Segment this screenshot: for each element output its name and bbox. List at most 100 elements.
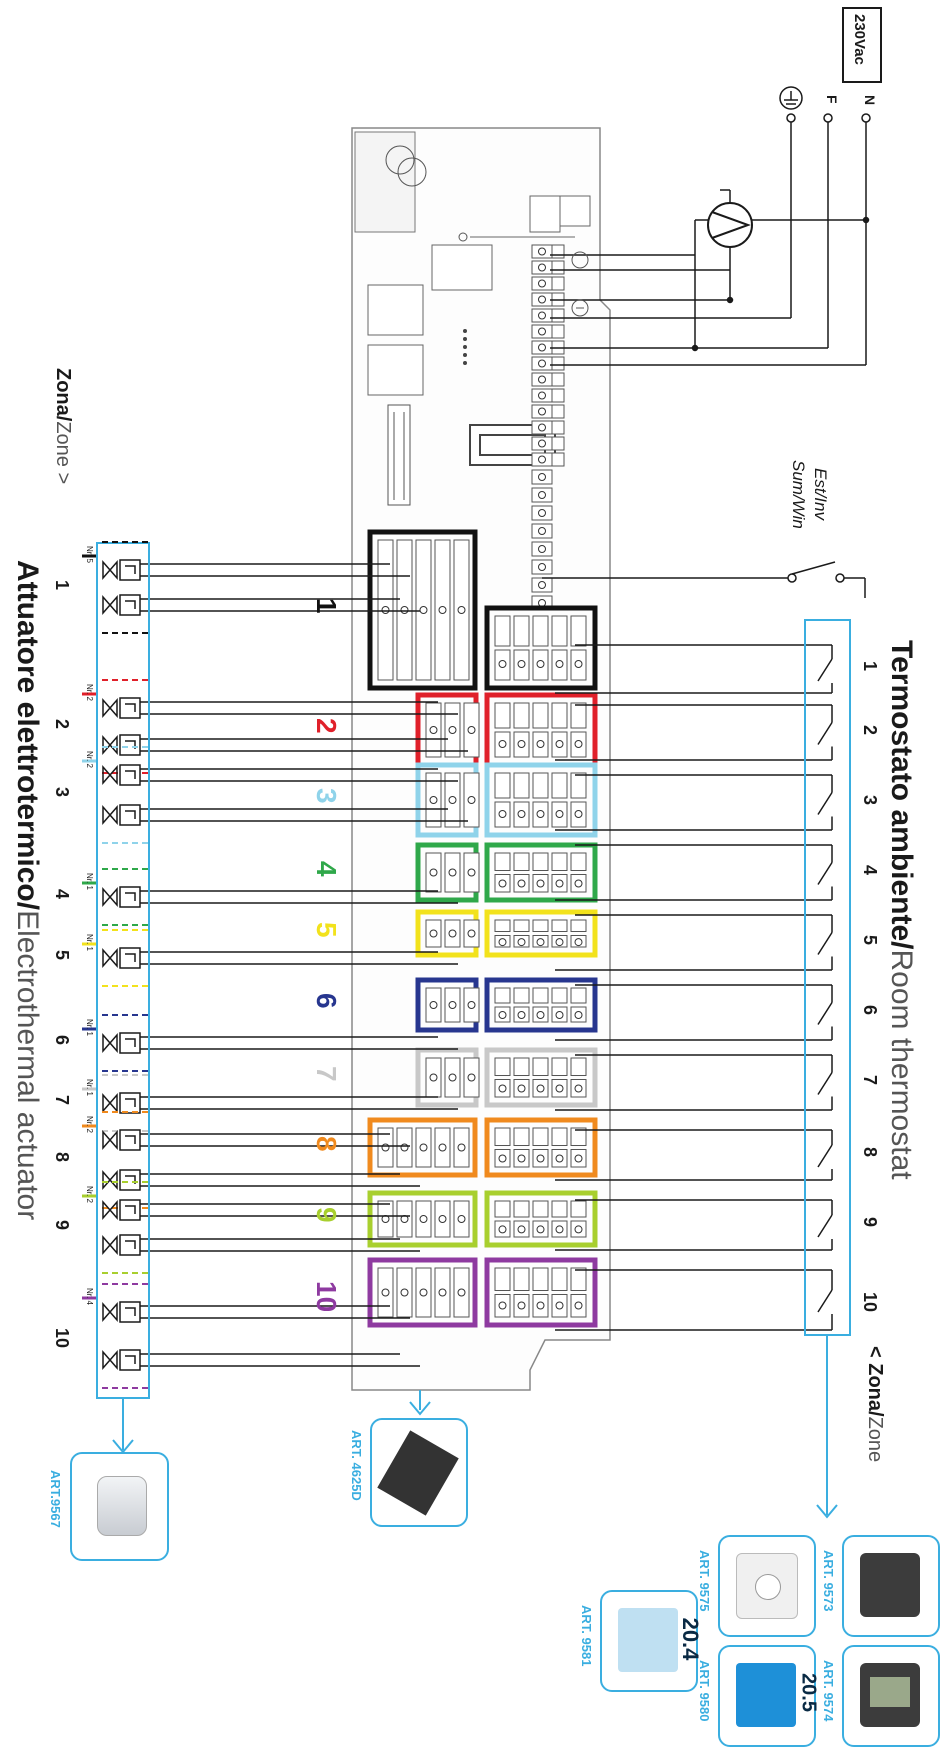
actuator-image bbox=[97, 1476, 147, 1536]
thermostat-panel bbox=[804, 619, 851, 1336]
product-label-9574: ART. 9574 bbox=[821, 1660, 836, 1722]
zone-9-thermostat-terminal bbox=[484, 1190, 598, 1248]
valve-icon bbox=[102, 1301, 141, 1323]
actuator-zone-7-number: 7 bbox=[52, 1095, 72, 1106]
actuator-zone-9-count: Nr. 2 bbox=[85, 1186, 94, 1203]
thermostat-zone-6-number: 6 bbox=[860, 1004, 880, 1015]
board-zone-1-number: 1 bbox=[311, 598, 342, 614]
mains-label-box bbox=[842, 7, 882, 83]
thermostat-9573-image bbox=[860, 1553, 920, 1617]
valve-icon bbox=[102, 1349, 141, 1371]
valve-icon bbox=[102, 1129, 141, 1151]
board-zone-4-number: 4 bbox=[311, 860, 342, 877]
board-zone-10-number: 10 bbox=[311, 1280, 342, 1312]
actuator-zone-8-number: 8 bbox=[52, 1152, 72, 1163]
actuator-list bbox=[82, 541, 148, 1389]
zone-1-actuator-terminal bbox=[367, 529, 478, 691]
ground-icon bbox=[779, 86, 803, 110]
thermostat-zone-10-number: 10 bbox=[860, 1292, 880, 1313]
zone-10-thermostat-terminal bbox=[484, 1257, 598, 1328]
thermostat-zone-9-number: 9 bbox=[860, 1217, 880, 1228]
actuator-zone-9-number: 9 bbox=[52, 1219, 72, 1230]
actuator-zone-label: Zona/Zone > bbox=[52, 368, 74, 485]
actuator-zone-3-number: 3 bbox=[52, 787, 72, 798]
product-label-board: ART. 4625D bbox=[349, 1430, 364, 1501]
actuator-zone-8-count: Nr. 2 bbox=[85, 1116, 94, 1133]
product-label-actuator: ART.9567 bbox=[48, 1470, 63, 1528]
actuator-zone-2-number: 2 bbox=[52, 718, 72, 729]
zone-8-actuator-terminal bbox=[367, 1117, 478, 1178]
actuator-zone-6-number: 6 bbox=[52, 1035, 72, 1046]
product-label-9581: ART. 9581 bbox=[579, 1605, 594, 1667]
terminal-n-label: N bbox=[862, 95, 878, 106]
zone-10-actuator-terminal bbox=[367, 1257, 478, 1328]
thermostat-zone-3-number: 3 bbox=[860, 794, 880, 805]
zone-6-thermostat-terminal bbox=[484, 977, 598, 1033]
valve-icon bbox=[102, 1032, 141, 1054]
actuator-zone-10-count: Nr. 4 bbox=[85, 1288, 94, 1305]
thermostat-9575-image bbox=[736, 1553, 798, 1619]
product-card-9581[interactable]: 20.4 bbox=[600, 1590, 703, 1692]
zone-7-thermostat-terminal bbox=[484, 1047, 598, 1108]
product-card-9580[interactable]: 20.5 bbox=[718, 1645, 820, 1747]
transformer bbox=[354, 131, 416, 233]
board-zone-5-number: 5 bbox=[311, 921, 342, 938]
thermostat-9574-image bbox=[860, 1663, 920, 1727]
product-label-9573: ART. 9573 bbox=[821, 1550, 836, 1612]
switch-label-2: Sum/Win bbox=[789, 460, 808, 529]
product-card-board[interactable] bbox=[370, 1418, 468, 1527]
valve-icon bbox=[102, 764, 141, 786]
zone-3-thermostat-terminal bbox=[484, 762, 598, 838]
board-zone-3-number: 3 bbox=[311, 788, 342, 804]
valve-icon bbox=[102, 734, 141, 756]
board-zone-7-number: 7 bbox=[311, 1065, 342, 1082]
valve-icon bbox=[102, 804, 141, 826]
product-card-9575[interactable] bbox=[718, 1535, 816, 1637]
valve-icon bbox=[102, 947, 141, 969]
actuator-zone-1-number: 1 bbox=[52, 579, 72, 590]
relay bbox=[431, 244, 493, 291]
mains-lines bbox=[550, 113, 871, 366]
zone-8-thermostat-terminal bbox=[484, 1117, 598, 1178]
valve-icon bbox=[102, 1234, 141, 1256]
valve-icon bbox=[102, 1169, 141, 1191]
product-card-actuator[interactable] bbox=[70, 1452, 169, 1561]
thermostat-9580-image: 20.5 bbox=[736, 1663, 820, 1727]
thermostat-zone-4-number: 4 bbox=[860, 864, 880, 875]
valve-icon bbox=[102, 1199, 141, 1221]
actuator-zone-5-count: Nr. 1 bbox=[85, 934, 94, 951]
valve-icon bbox=[102, 559, 141, 581]
actuator-zone-2-count: Nr. 2 bbox=[85, 684, 94, 701]
wiring bbox=[140, 563, 832, 1367]
mains-label: 230Vac bbox=[851, 14, 868, 65]
thermostat-zone-5-number: 5 bbox=[860, 934, 880, 945]
product-label-9575: ART. 9575 bbox=[697, 1550, 712, 1612]
actuator-zone-4-count: Nr. 1 bbox=[85, 873, 94, 890]
zone-1-thermostat-terminal bbox=[484, 605, 598, 691]
board-zone-8-number: 8 bbox=[311, 1135, 342, 1152]
thermostat-zone-1-number: 1 bbox=[860, 661, 880, 672]
actuator-zone-3-count: Nr. 2 bbox=[85, 751, 94, 768]
summer-winter-switch bbox=[787, 561, 866, 598]
valve-icon bbox=[102, 594, 141, 616]
product-card-9573[interactable] bbox=[842, 1535, 940, 1637]
zone-4-thermostat-terminal bbox=[484, 842, 598, 903]
zone-5-thermostat-terminal bbox=[484, 909, 598, 958]
valve-icon bbox=[102, 697, 141, 719]
board-zone-2-number: 2 bbox=[311, 718, 342, 734]
board-zone-9-number: 9 bbox=[311, 1207, 342, 1223]
product-card-9574[interactable] bbox=[842, 1645, 940, 1747]
switch-label-1: Est/Inv bbox=[811, 468, 830, 520]
thermostat-zone-7-number: 7 bbox=[860, 1074, 880, 1085]
board-zone-6-number: 6 bbox=[311, 993, 342, 1009]
actuator-panel bbox=[96, 542, 150, 1399]
actuator-zone-5-number: 5 bbox=[52, 950, 72, 961]
valve-icon bbox=[102, 886, 141, 908]
actuator-title: Attuatore elettrotermico/Electrothermal … bbox=[11, 560, 44, 1221]
actuator-zone-1-count: Nr. 5 bbox=[85, 546, 94, 563]
actuator-zone-6-count: Nr. 1 bbox=[85, 1019, 94, 1036]
thermostat-zone-8-number: 8 bbox=[860, 1147, 880, 1158]
actuator-zone-4-number: 4 bbox=[52, 889, 72, 900]
